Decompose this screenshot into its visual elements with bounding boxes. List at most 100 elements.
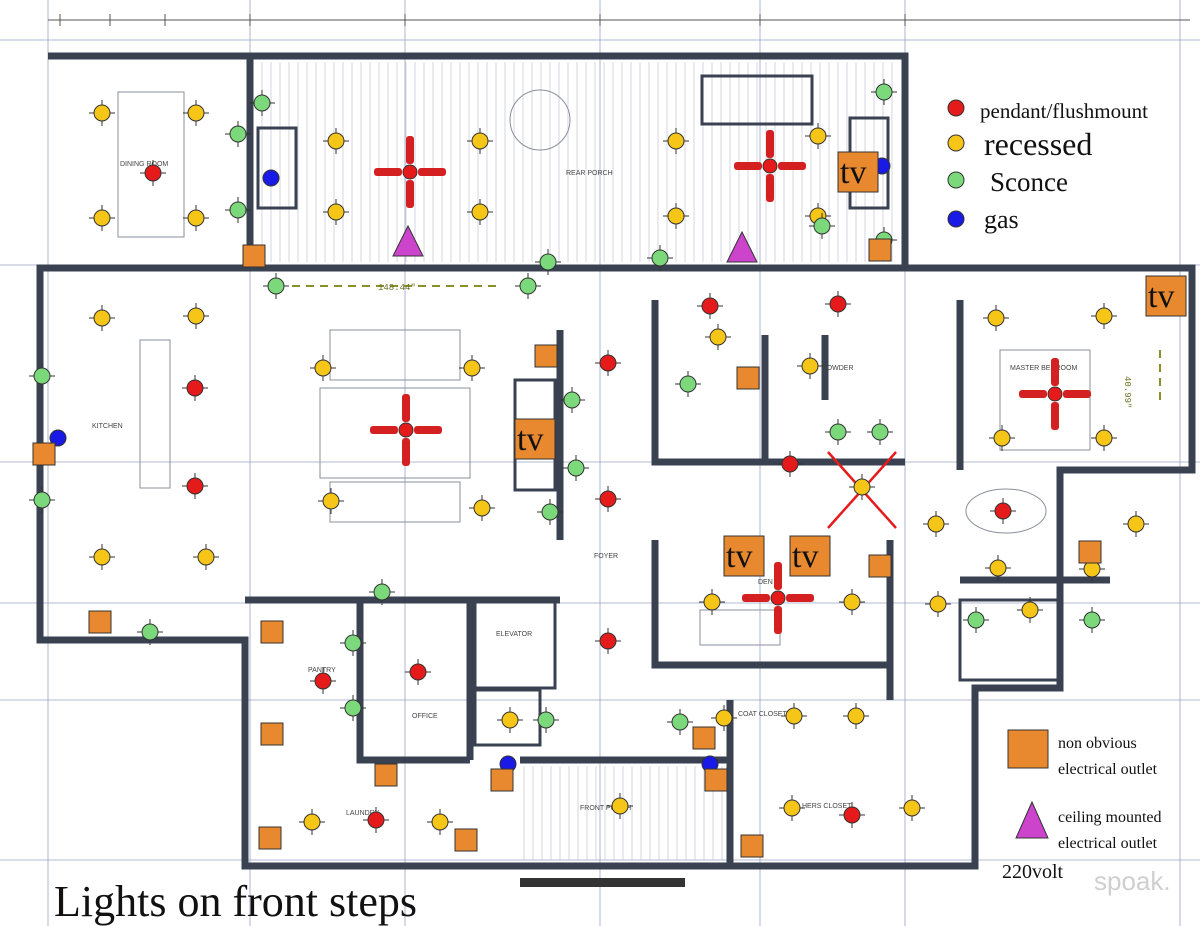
outlet-icon [374,763,398,787]
recessed-light-icon [1095,429,1113,447]
recessed-light-icon [929,595,947,613]
outlet-icon [260,722,284,746]
ceiling-outlet-icon [392,224,424,257]
front-steps [520,878,685,887]
fan-blade [774,606,782,634]
room-label-elevator: ELEVATOR [496,631,532,638]
recessed-light-icon [471,132,489,150]
sconce-light-icon [33,367,51,385]
outlet-icon [88,610,112,634]
sconce-light-icon [141,623,159,641]
legend-ceiling-label-3: 220volt [1002,861,1064,883]
room-label-foyer: FOYER [594,553,618,560]
sconce-light-icon [519,277,537,295]
sconce-light-icon [373,583,391,601]
pendant-light-icon [599,354,617,372]
recessed-light-icon [801,357,819,375]
pendant-light-icon [829,295,847,313]
legend-sconce-label: Sconce [990,167,1068,197]
master-height-dimension: 40.99" [1122,376,1132,408]
recessed-light-icon [785,707,803,725]
recessed-light-icon [903,799,921,817]
recessed-light-icon [322,492,340,510]
outlet-icon [704,768,728,792]
sconce-light-icon [229,125,247,143]
room-label-rear-porch: REAR PORCH [566,170,613,177]
room-label-front-porch: FRONT PORCH [580,805,631,812]
outlet-icon [868,554,892,578]
fan-blade [406,136,414,164]
recessed-light-icon [843,593,861,611]
ceiling-outlet-icon [726,230,758,263]
fan-blade [786,594,814,602]
tv-label: tv [792,538,818,575]
legend-outlet-label-2: electrical outlet [1058,761,1158,778]
pendant-light-icon [843,806,861,824]
fan-blade [774,562,782,590]
outlet-icon [868,238,892,262]
pendant-light-icon [367,811,385,829]
pendant-light-icon [701,297,719,315]
legend-sconce-marker [947,171,965,189]
outlet-icon [534,344,558,368]
room-label-powder: POWDER [822,365,854,372]
recessed-light-icon [993,429,1011,447]
ceiling-fan-icon [762,158,778,174]
outlet-icon [692,726,716,750]
sconce-light-icon [344,699,362,717]
fan-blade [374,168,402,176]
front-steps-note: Lights on front steps [54,877,417,926]
outlet-icon [260,620,284,644]
tv-label: tv [840,154,866,191]
recessed-light-icon [927,515,945,533]
recessed-light-icon [501,711,519,729]
legend-ceiling-label-2: electrical outlet [1058,835,1158,852]
fan-blade [402,394,410,422]
dimension-lines [292,285,1161,405]
fan-blade [1051,358,1059,386]
sconce-light-icon [671,713,689,731]
recessed-light-icon [847,707,865,725]
room-label-office: OFFICE [412,713,438,720]
gas-line-icon [49,429,67,447]
tv-outlet-icon [723,535,765,577]
recessed-light-icon [667,132,685,150]
recessed-light-icon [471,203,489,221]
recessed-light-icon [853,478,871,496]
legend-recessed-label: recessed [984,126,1092,162]
legend-gas-marker [947,210,965,228]
room-label-den: DEN [758,579,773,586]
fan-blade [406,180,414,208]
recessed-light-icon [93,104,111,122]
recessed-light-icon [1095,307,1113,325]
room-label-dining: DINING ROOM [120,161,168,168]
fan-blade [742,594,770,602]
pendant-light-icon [409,663,427,681]
pendant-light-icon [994,502,1012,520]
room-label-pantry: PANTRY [308,667,336,674]
recessed-light-icon [473,499,491,517]
recessed-light-icon [709,328,727,346]
fan-blade [766,130,774,158]
watermark: spoak. [1094,866,1171,896]
fan-blade [418,168,446,176]
room-label-laundry: LAUNDRY [346,810,380,817]
recessed-light-icon [1127,515,1145,533]
fan-blade [1051,402,1059,430]
recessed-light-icon [187,307,205,325]
pendant-light-icon [314,672,332,690]
thin-walls [256,74,1062,747]
ceiling-fan-icon [1047,386,1063,402]
recessed-light-icon [667,207,685,225]
tv-label: tv [1148,278,1174,315]
recessed-light-icon [93,309,111,327]
recessed-light-icon [989,559,1007,577]
fan-blade [778,162,806,170]
fan-blade [414,426,442,434]
fan-blade [1063,390,1091,398]
legend-recessed-marker [947,134,965,152]
recessed-light-icon [93,548,111,566]
gas-line-icon [262,169,280,187]
sconce-light-icon [813,217,831,235]
recessed-light-icon [809,127,827,145]
